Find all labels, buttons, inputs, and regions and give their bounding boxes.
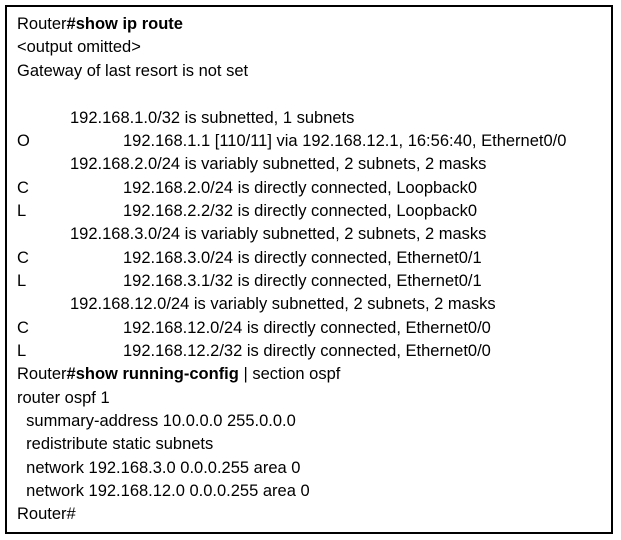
route-summary-line: 192.168.12.0/24 is variably subnetted, 2… <box>70 295 496 313</box>
prompt: Router <box>17 15 67 33</box>
route-entry: 192.168.3.0/24 is directly connected, Et… <box>123 249 482 267</box>
route-code: L <box>17 272 27 290</box>
output-omitted-line: <output omitted> <box>17 38 141 56</box>
config-line: router ospf 1 <box>17 389 110 407</box>
config-line: network 192.168.12.0 0.0.0.255 area 0 <box>17 482 310 500</box>
route-summary-line: 192.168.2.0/24 is variably subnetted, 2 … <box>70 155 487 173</box>
config-line: summary-address 10.0.0.0 255.0.0.0 <box>17 412 296 430</box>
config-line: network 192.168.3.0 0.0.0.255 area 0 <box>17 459 301 477</box>
route-entry: 192.168.12.0/24 is directly connected, E… <box>123 319 491 337</box>
route-summary-line: 192.168.1.0/32 is subnetted, 1 subnets <box>70 109 355 127</box>
route-code: O <box>17 132 30 150</box>
route-code: L <box>17 342 27 360</box>
route-entry: 192.168.12.2/32 is directly connected, E… <box>123 342 491 360</box>
route-entry: 192.168.2.2/32 is directly connected, Lo… <box>123 202 478 220</box>
command-filter: | section ospf <box>238 365 341 383</box>
route-code: C <box>17 249 29 267</box>
route-entry: 192.168.2.0/24 is directly connected, Lo… <box>123 179 478 197</box>
gateway-line: Gateway of last resort is not set <box>17 62 249 80</box>
show-ip-route-command-line: Router#show ip route <box>17 13 183 36</box>
route-code: C <box>17 319 29 337</box>
show-running-config-command-line: Router#show running-config | section osp… <box>17 363 340 386</box>
route-entry: 192.168.3.1/32 is directly connected, Et… <box>123 272 482 290</box>
command-show-running-config: #show running-config <box>66 365 239 383</box>
route-entry: 192.168.1.1 [110/11] via 192.168.12.1, 1… <box>123 132 567 150</box>
command-show-ip-route: #show ip route <box>66 15 183 33</box>
route-code: C <box>17 179 29 197</box>
config-line: redistribute static subnets <box>17 435 214 453</box>
prompt: Router <box>17 365 67 383</box>
route-summary-line: 192.168.3.0/24 is variably subnetted, 2 … <box>70 225 487 243</box>
route-code: L <box>17 202 27 220</box>
terminal-output: Router#show ip route <output omitted> Ga… <box>5 5 613 534</box>
final-prompt: Router# <box>17 505 76 523</box>
